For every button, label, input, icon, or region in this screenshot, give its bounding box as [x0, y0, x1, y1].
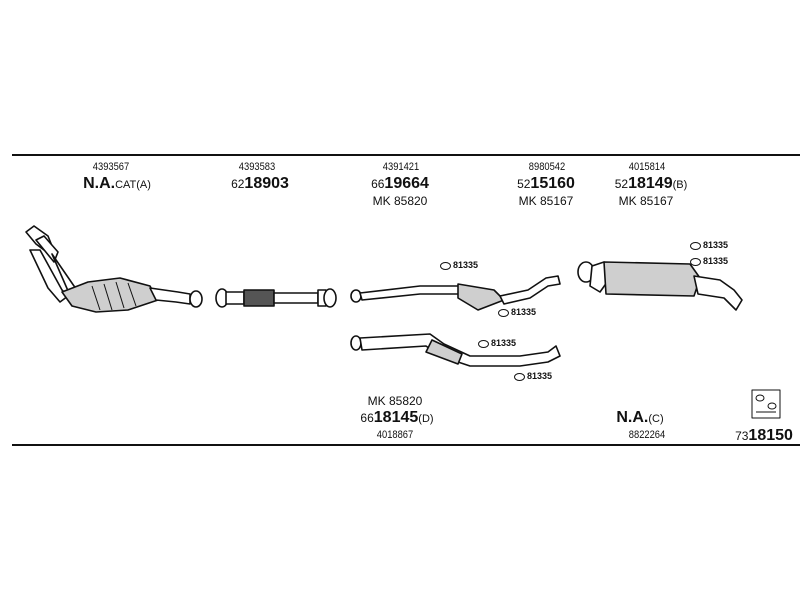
kit-number-label: 7318150	[735, 427, 793, 444]
part-id-label: 8980542	[528, 161, 566, 173]
mounting-kit-label: MK 85167	[618, 194, 674, 208]
part-title-label: N.A.CAT(A)	[83, 175, 151, 192]
rear-silencer-drawing	[577, 261, 743, 311]
clamp-label: 81335	[690, 257, 728, 266]
part-title-label: N.A.(C)	[616, 409, 664, 426]
bottom-rule	[12, 444, 800, 446]
mounting-kit-label: MK 85167	[518, 194, 574, 208]
part-number-label: 5215160	[517, 175, 575, 192]
front-silencer-drawing	[350, 275, 561, 311]
centre-silencer-drawing	[350, 333, 561, 367]
clamp-ring-icon	[478, 339, 489, 348]
clamp-ring-icon	[690, 241, 701, 250]
clamp-ring-icon	[514, 372, 525, 381]
part-number-label: 6618145(D)	[360, 409, 434, 426]
clamp-ring-icon	[498, 308, 509, 317]
mounting-kit-label: MK 85820	[367, 394, 423, 408]
clamp-label: 81335	[440, 261, 478, 270]
part-id-label: 4393567	[92, 161, 130, 173]
clamp-label: 81335	[498, 308, 536, 317]
front-pipe-drawing	[215, 288, 337, 308]
clamp-label: 81335	[514, 372, 552, 381]
part-number-label: 6619664	[371, 175, 429, 192]
part-id-label: 4015814	[628, 161, 666, 173]
catalytic-converter-drawing	[25, 225, 203, 313]
part-id-label: 4391421	[382, 161, 420, 173]
clamp-ring-icon	[440, 261, 451, 270]
part-number-label: 6218903	[231, 175, 289, 192]
part-number-label: 5218149(B)	[614, 175, 688, 192]
mounting-kit-label: MK 85820	[372, 194, 428, 208]
part-id-label: 4393583	[238, 161, 276, 173]
mounting-kit-icon	[751, 389, 781, 419]
clamp-label: 81335	[690, 241, 728, 250]
part-id-label: 4018867	[376, 429, 414, 441]
clamp-ring-icon	[690, 257, 701, 266]
part-id-label: 8822264	[628, 429, 666, 441]
clamp-label: 81335	[478, 339, 516, 348]
top-rule	[12, 154, 800, 156]
